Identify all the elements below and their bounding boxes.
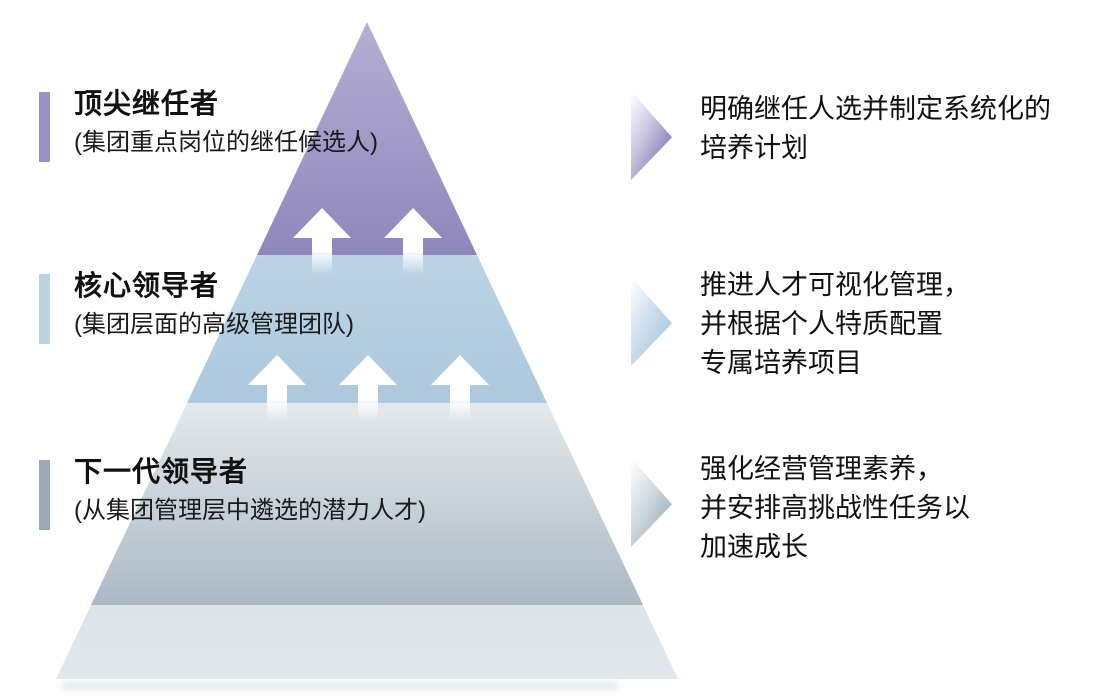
pyramid-tier1-shape <box>257 22 477 255</box>
tier2-label: 核心领导者 <box>74 270 220 301</box>
tier2-label-block: 核心领导者 (集团层面的高级管理团队) <box>74 268 554 342</box>
tier2-accent-bar <box>39 274 50 344</box>
tier1-sublabel: (集团重点岗位的继任候选人) <box>74 129 378 156</box>
up-arrow-icon <box>431 355 489 421</box>
action-line: 并安排高挑战性任务以 <box>700 493 970 523</box>
tier1-label: 顶尖继任者 <box>74 88 220 119</box>
pyramid-base-shadow <box>62 681 618 690</box>
pyramid-tier3-shape <box>91 403 643 605</box>
tier2-sublabel: (集团层面的高级管理团队) <box>74 311 354 338</box>
tier3-label-block: 下一代领导者 (从集团管理层中遴选的潜力人才) <box>74 454 554 528</box>
action-line: 加速成长 <box>700 532 808 562</box>
tier3-action-text: 强化经营管理素养， 并安排高挑战性任务以 加速成长 <box>700 450 1100 567</box>
action-line: 并根据个人特质配置 <box>700 309 943 339</box>
action-line: 明确继任人选并制定系统化的 <box>700 94 1051 124</box>
tier3-label: 下一代领导者 <box>74 456 249 487</box>
tier3-sublabel: (从集团管理层中遴选的潜力人才) <box>74 497 426 524</box>
up-arrow-icon <box>384 208 442 274</box>
action-line: 专属培养项目 <box>700 348 862 378</box>
up-arrow-icon <box>339 355 397 421</box>
up-arrow-icon <box>248 355 306 421</box>
pyramid-base-shape <box>56 605 678 679</box>
up-arrow-icon <box>293 208 351 274</box>
tier1-action-text: 明确继任人选并制定系统化的 培养计划 <box>700 90 1100 168</box>
action-line: 强化经营管理素养， <box>700 454 943 484</box>
tier1-accent-bar <box>39 92 50 162</box>
action-line: 培养计划 <box>700 133 808 163</box>
action-line: 推进人才可视化管理， <box>700 270 970 300</box>
tier2-action-text: 推进人才可视化管理， 并根据个人特质配置 专属培养项目 <box>700 266 1100 383</box>
tier3-accent-bar <box>39 460 50 530</box>
tier1-label-block: 顶尖继任者 (集团重点岗位的继任候选人) <box>74 86 554 160</box>
